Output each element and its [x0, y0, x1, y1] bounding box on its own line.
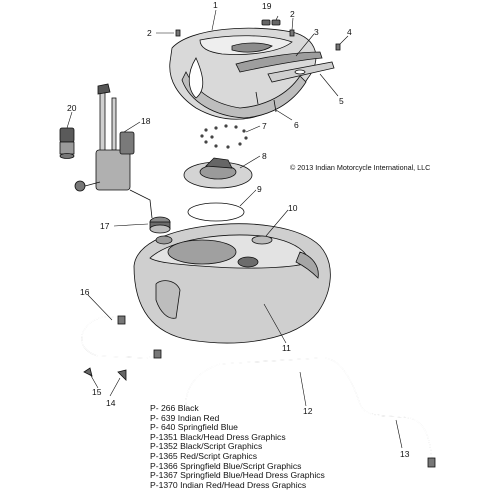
- color-option: P-1370 Indian Red/Head Dress Graphics: [150, 479, 307, 490]
- color-option: P-1352 Black/Script Graphics: [150, 441, 263, 452]
- bolt-ring: [200, 124, 248, 149]
- callout-14: 14: [106, 398, 116, 408]
- gasket-ring: [187, 202, 245, 222]
- callout-20: 20: [67, 103, 77, 113]
- callout-16: 16: [80, 287, 90, 297]
- fuel-filter: [59, 127, 75, 159]
- color-options-list: P- 266 Black P- 639 Indian Red P- 640 Sp…: [150, 403, 325, 490]
- console-plate: [267, 61, 335, 83]
- fuel-tank: [133, 223, 331, 344]
- fasteners: [175, 29, 341, 113]
- color-option: P- 640 Springfield Blue: [150, 422, 238, 433]
- callout-6: 6: [294, 120, 299, 130]
- callout-4: 4: [347, 27, 352, 37]
- leader-lines: [66, 9, 403, 449]
- fuel-pump-assembly: [74, 83, 153, 219]
- callout-5: 5: [339, 96, 344, 106]
- callout-9: 9: [257, 184, 262, 194]
- callout-10: 10: [288, 203, 298, 213]
- pump-flange: [183, 157, 253, 189]
- color-option: P-1351 Black/Head Dress Graphics: [150, 431, 286, 442]
- color-option: P- 639 Indian Red: [150, 412, 220, 423]
- trim-strip: [235, 51, 323, 73]
- vent-hose: [81, 315, 162, 381]
- color-option: P-1367 Springfield Blue/Head Dress Graph…: [150, 470, 325, 481]
- fuel-line: [185, 357, 436, 468]
- callout-15: 15: [92, 387, 102, 397]
- callout-2b: 2: [290, 9, 295, 19]
- plug-set: [261, 19, 281, 26]
- callout-1: 1: [213, 0, 218, 10]
- cap-adapter: [251, 235, 273, 245]
- callout-13: 13: [400, 449, 410, 459]
- callout-12: 12: [303, 406, 313, 416]
- color-option: P-1365 Red/Script Graphics: [150, 450, 257, 461]
- callout-19: 19: [262, 1, 272, 11]
- callout-11: 11: [282, 343, 291, 353]
- callout-labels: 1 2 2 3 4 5 6 7 8 9 10 11 12 13 14 15 16…: [67, 0, 410, 459]
- callout-18: 18: [141, 116, 151, 126]
- callout-7: 7: [262, 121, 267, 131]
- copyright-notice: © 2013 Indian Motorcycle International, …: [290, 163, 431, 172]
- color-option: P- 266 Black: [150, 403, 199, 413]
- callout-2a: 2: [147, 28, 152, 38]
- callout-3: 3: [314, 27, 319, 37]
- color-option: P-1366 Springfield Blue/Script Graphics: [150, 460, 302, 471]
- fuel-cap: [149, 216, 171, 234]
- callout-17: 17: [100, 221, 110, 231]
- callout-8: 8: [262, 151, 267, 161]
